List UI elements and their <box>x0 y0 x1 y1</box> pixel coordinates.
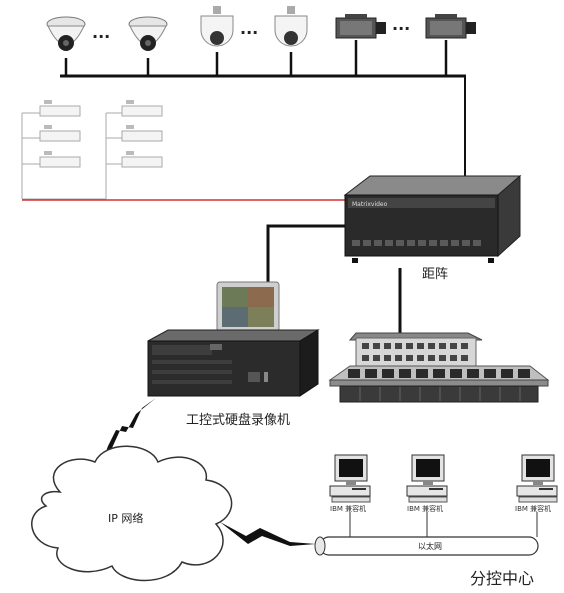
pc-label: IBM 兼容机 <box>330 504 366 513</box>
ip-network-cloud: IP 网络 <box>31 445 233 582</box>
matrix-label: 距阵 <box>422 267 448 282</box>
sensor-icon <box>39 130 81 142</box>
matrix-device: Matrixvideo 距阵 <box>343 174 522 282</box>
lightning-link-icon <box>220 522 316 546</box>
pc-label: IBM 兼容机 <box>407 504 443 513</box>
sensor-icon <box>39 156 81 168</box>
sub-control-center-label: 分控中心 <box>470 569 534 588</box>
monitor-icon <box>216 281 280 342</box>
sensor-icon <box>121 105 163 117</box>
box-camera-icon <box>335 14 386 76</box>
dome-camera-icon <box>128 16 168 76</box>
pc-group: IBM 兼容机 IBM 兼容机 IBM 兼容机 <box>329 454 558 537</box>
ptz-dome-camera-icon <box>200 6 234 76</box>
ptz-dome-camera-icon <box>274 6 308 76</box>
dvr-label: 工控式硬盘录像机 <box>186 412 290 428</box>
ethernet-label: 以太网 <box>418 541 442 551</box>
matrix-to-dvr-line <box>266 224 345 285</box>
ellipsis: ··· <box>240 23 258 42</box>
computer-icon: IBM 兼容机 <box>406 454 448 537</box>
sensor-icon <box>121 156 163 168</box>
pc-label: IBM 兼容机 <box>515 504 551 513</box>
computer-icon: IBM 兼容机 <box>329 454 371 537</box>
matrix-brand: Matrixvideo <box>352 201 388 208</box>
ethernet-bus: 以太网 <box>314 536 539 556</box>
sensor-icon <box>39 105 81 117</box>
dome-camera-icon <box>46 16 86 76</box>
ellipsis: ··· <box>392 19 410 38</box>
ip-network-label: IP 网络 <box>108 511 143 525</box>
box-camera-icon <box>425 14 476 76</box>
ellipsis: ··· <box>92 27 110 46</box>
sensor-grid <box>21 100 345 201</box>
computer-icon: IBM 兼容机 <box>515 454 558 537</box>
console-device <box>328 332 550 403</box>
dvr-device: 工控式硬盘录像机 <box>147 281 320 428</box>
sensor-icon <box>121 130 163 142</box>
camera-row: ··· ··· ··· <box>46 6 476 178</box>
